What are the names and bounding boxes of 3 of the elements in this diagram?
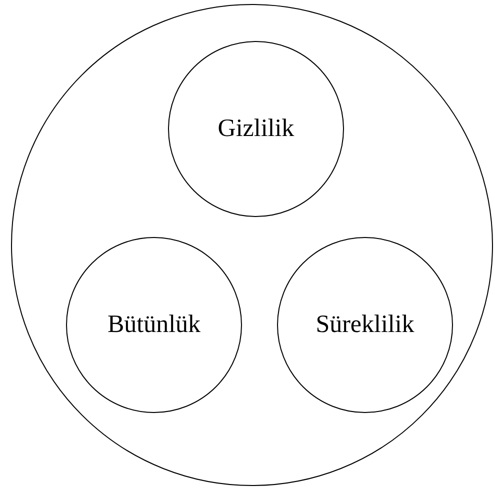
node-label: Bütünlük <box>107 310 201 340</box>
node-label: Gizlilik <box>218 114 294 144</box>
node-label: Süreklilik <box>316 310 414 340</box>
